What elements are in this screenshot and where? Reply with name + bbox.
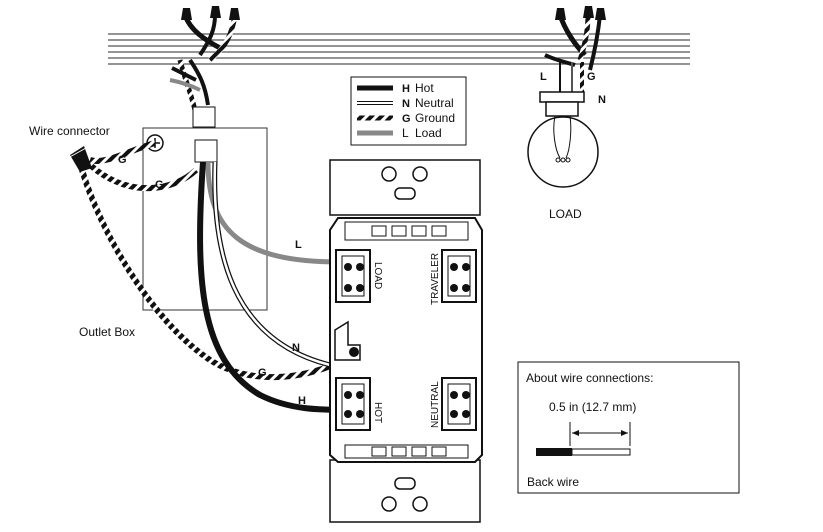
overhead-cable [108,33,690,65]
load-label: LOAD [549,207,582,221]
terminal-load [335,249,371,303]
info-box-caption: Back wire [527,475,579,489]
wire-connections-info [517,361,740,494]
wire-n-label: N [292,342,300,354]
terminal-hot-label: HOT [372,402,383,423]
lamp [527,62,599,188]
legend-ground-label: Ground [415,111,455,125]
ground-wire-2 [88,162,199,192]
right-splice-cluster [544,6,606,71]
outlet-box-label: Outlet Box [79,325,135,339]
legend-ground-code: G [402,113,411,125]
lamp-l-label: L [540,71,547,83]
wire-connector [67,146,92,172]
terminal-traveler [441,249,477,303]
legend-hot-code: H [402,83,410,95]
terminal-neutral [441,377,477,431]
load-wire [205,161,341,265]
ground-wire-1 [89,140,156,164]
wire-h-label: H [298,395,306,407]
ground-wire-to-switch [79,169,342,381]
terminal-load-label: LOAD [372,262,383,289]
legend-load-code: L [402,126,409,140]
wire-g1-label: G [118,154,127,166]
cable-clamp-bottom [194,139,218,163]
legend-neutral-label: Neutral [415,96,454,110]
legend: H Hot N Neutral G Ground L Load [350,76,467,146]
wire-connector-label: Wire connector [29,124,110,138]
cable-clamp-top [192,106,216,128]
terminal-neutral-label: NEUTRAL [430,381,441,428]
legend-neutral-code: N [402,98,410,110]
lamp-n-label: N [598,94,606,106]
terminal-traveler-label: TRAVELER [430,253,441,305]
wire-g2-label: G [155,179,164,191]
switch-device [329,159,483,523]
hot-wire [197,161,353,413]
legend-load-label: Load [415,126,442,140]
legend-hot-label: Hot [415,81,434,95]
info-box-measurement: 0.5 in (12.7 mm) [549,400,636,414]
lamp-g-label: G [587,71,596,83]
info-box-title: About wire connections: [526,371,653,385]
wire-g3-label: G [258,367,267,379]
wire-l-label: L [295,239,302,251]
left-splice-cluster [169,6,240,111]
terminal-hot [335,377,371,431]
